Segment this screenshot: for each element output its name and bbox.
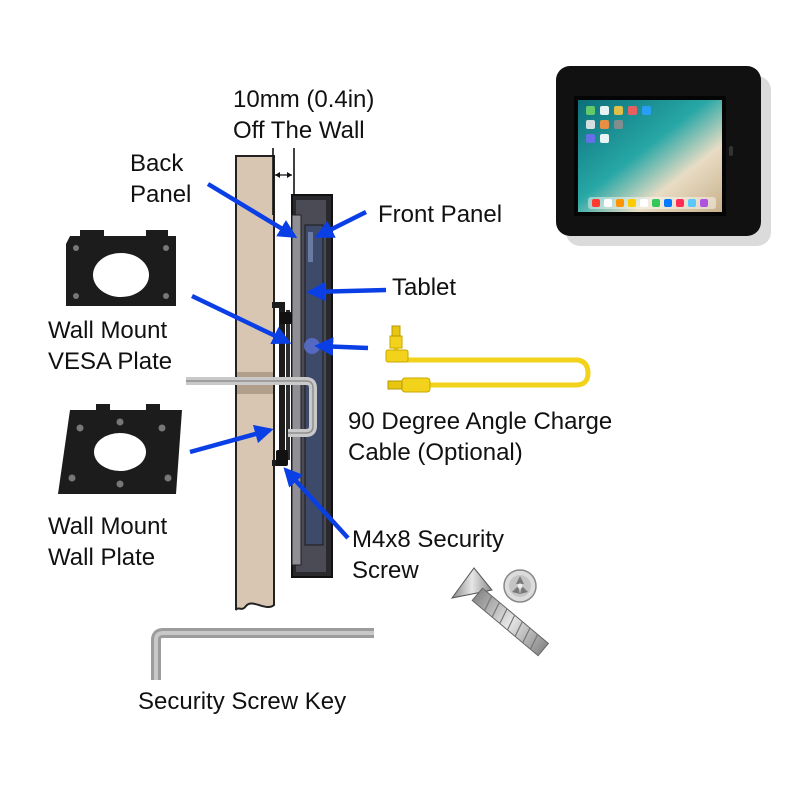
arrow-screw [283,467,350,540]
security-screw-label-line2: Screw [352,557,419,584]
gap-label-line2: Off The Wall [233,117,365,144]
back-panel-label-line1: Back [130,150,184,177]
wall-plate-label-line1: Wall Mount [48,513,168,540]
wall-plate-label-line2: Wall Plate [48,544,156,571]
vesa-plate-label: Wall Mount VESA Plate [48,315,172,377]
charge-cable-label-line1: 90 Degree Angle Charge [348,408,613,435]
screw-key-label: Security Screw Key [138,686,346,717]
charge-cable-label-line2: Cable (Optional) [348,439,523,466]
arrow-front-panel [314,209,368,239]
screw-key-label-text: Security Screw Key [138,688,347,715]
security-screw-label-line1: M4x8 Security [352,526,505,553]
vesa-plate-label-line1: Wall Mount [48,317,168,344]
tablet-label: Tablet [392,272,456,303]
vesa-plate-label-line2: VESA Plate [48,348,173,375]
vesa-plate-image [66,230,176,306]
security-screw-image [450,567,550,657]
front-panel-label-text: Front Panel [378,201,503,228]
front-panel-label: Front Panel [378,199,502,230]
gap-label-line1: 10mm (0.4in) [233,86,375,113]
arrow-back-panel [206,182,298,238]
callout-arrows [189,182,387,540]
key-inserted [186,377,317,437]
charge-port [304,338,320,354]
back-panel-section [291,214,302,566]
arrow-wall-plate [189,424,274,455]
gap-dimension [272,148,295,215]
charge-cable-label: 90 Degree Angle Charge Cable (Optional) [348,406,612,468]
gap-label: 10mm (0.4in) Off The Wall [233,84,374,146]
wall-plate-image [58,404,182,494]
back-panel-label: Back Panel [130,148,191,210]
wall-plate-label: Wall Mount Wall Plate [48,511,167,573]
ipad-enclosure-photo [556,66,771,246]
arrow-tablet [306,282,387,302]
security-screw-key-image [151,628,374,680]
arrow-vesa-plate [191,293,292,345]
tablet-label-text: Tablet [392,274,457,301]
security-screw-label: M4x8 Security Screw [352,524,504,586]
back-panel-label-line2: Panel [130,181,192,208]
arrow-cable [314,337,369,357]
charge-cable [385,325,591,393]
